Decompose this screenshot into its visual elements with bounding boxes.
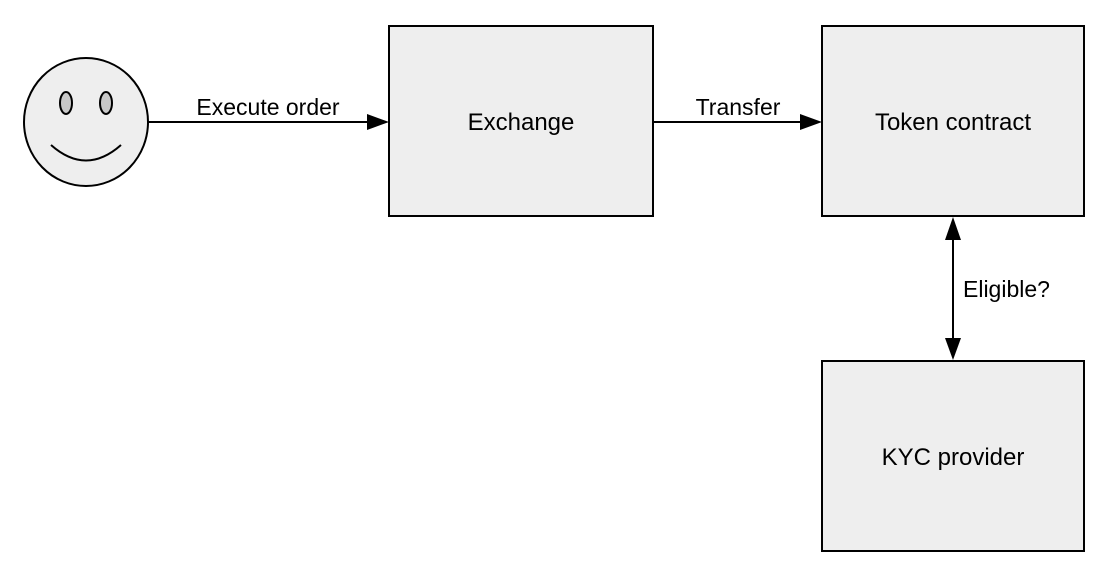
exchange-box xyxy=(388,25,654,217)
transfer-label: Transfer xyxy=(696,94,781,120)
edge-execute-order: Execute order xyxy=(148,94,389,130)
right-eye-icon xyxy=(99,91,113,115)
arrow-right-icon xyxy=(367,114,389,130)
arrow-up-icon xyxy=(945,217,961,240)
arrow-right-icon xyxy=(800,114,822,130)
user-actor xyxy=(23,57,149,187)
smile-mouth-icon xyxy=(50,144,122,162)
kyc-provider-box xyxy=(821,360,1085,552)
smiley-face-icon xyxy=(23,57,149,187)
execute-order-label: Execute order xyxy=(196,94,340,120)
edge-transfer: Transfer xyxy=(653,94,822,130)
node-token-contract: Token contract xyxy=(821,25,1085,217)
arrow-down-icon xyxy=(945,338,961,360)
exchange-label: Exchange xyxy=(468,109,575,136)
node-exchange: Exchange xyxy=(388,25,654,217)
node-kyc-provider: KYC provider xyxy=(821,360,1085,552)
left-eye-icon xyxy=(59,91,73,115)
token-contract-label: Token contract xyxy=(875,109,1031,136)
eligible-label: Eligible? xyxy=(963,276,1050,302)
edge-eligible: Eligible? xyxy=(945,217,1050,360)
token-contract-box xyxy=(821,25,1085,217)
kyc-provider-label: KYC provider xyxy=(882,444,1025,471)
